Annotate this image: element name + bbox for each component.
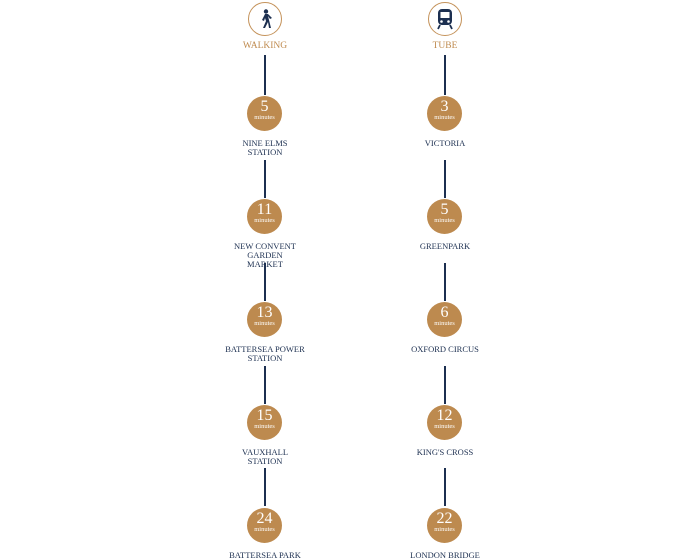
destination-name: OXFORD CIRCUS [411, 344, 479, 354]
connector-line [264, 160, 266, 198]
duration-value: 11 [256, 201, 273, 218]
connector-line [444, 263, 446, 301]
duration-unit: minutes [254, 423, 275, 430]
duration-value: 24 [256, 510, 273, 527]
duration-unit: minutes [254, 320, 275, 327]
duration-unit: minutes [434, 114, 455, 121]
destination-name: BATTERSEA POWER STATION [225, 344, 305, 363]
duration-value: 13 [256, 304, 273, 321]
duration-value: 3 [440, 98, 449, 115]
destination-name: VICTORIA [424, 138, 466, 148]
duration-unit: minutes [254, 217, 275, 224]
destination-name: VAUXHALL STATION [241, 447, 289, 466]
connector-line [264, 55, 266, 95]
duration-value: 12 [436, 407, 453, 424]
duration-unit: minutes [434, 320, 455, 327]
connector-line [444, 468, 446, 506]
connector-line [264, 468, 266, 506]
duration-unit: minutes [434, 423, 455, 430]
destination-name: BATTERSEA PARK [229, 550, 301, 560]
duration-unit: minutes [254, 114, 275, 121]
train-icon [428, 2, 462, 36]
walking-person-icon [248, 2, 282, 36]
destination-name: LONDON BRIDGE [410, 550, 480, 560]
duration-unit: minutes [434, 217, 455, 224]
connector-line [264, 366, 266, 404]
column-title: WALKING [242, 41, 288, 51]
duration-unit: minutes [434, 526, 455, 533]
connector-line [264, 263, 266, 301]
destination-name: NINE ELMS STATION [242, 138, 288, 157]
duration-unit: minutes [254, 526, 275, 533]
connector-line [444, 55, 446, 95]
connector-line [444, 366, 446, 404]
connector-line [444, 160, 446, 198]
column-title: TUBE [432, 41, 458, 51]
duration-value: 6 [440, 304, 449, 321]
duration-value: 22 [436, 510, 453, 527]
duration-value: 5 [440, 201, 449, 218]
duration-value: 5 [260, 98, 269, 115]
destination-name: KING'S CROSS [416, 447, 474, 457]
destination-name: GREENPARK [419, 241, 471, 251]
duration-value: 15 [256, 407, 273, 424]
